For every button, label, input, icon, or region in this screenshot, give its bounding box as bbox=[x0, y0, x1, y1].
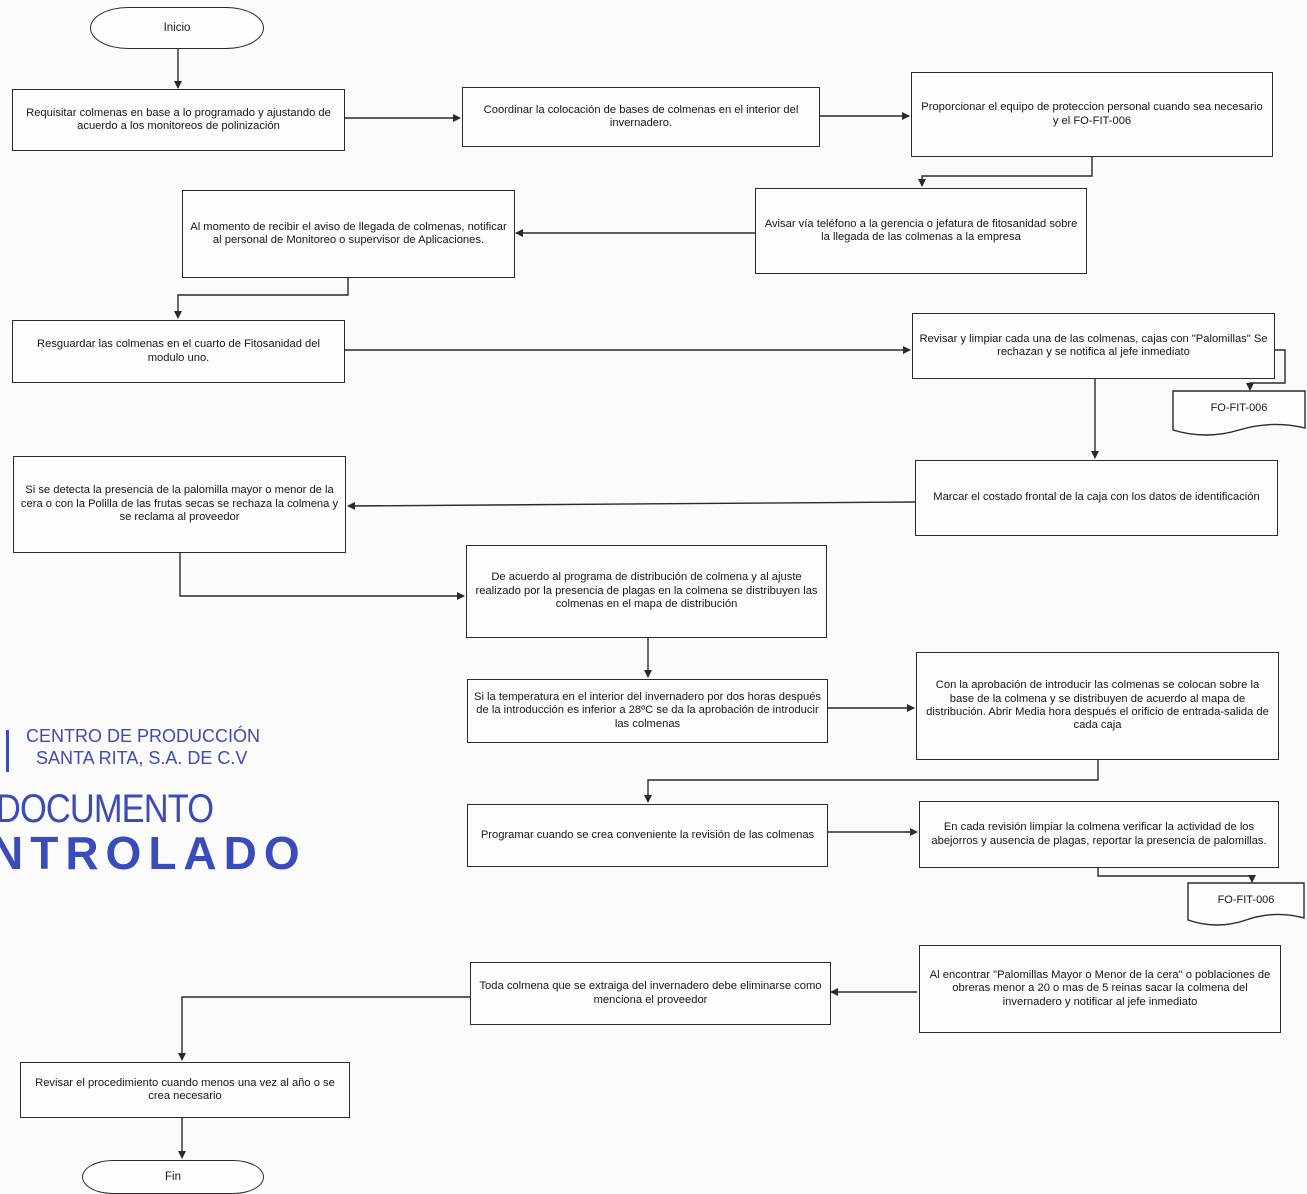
step-notificar-llegada-text: Al momento de recibir el aviso de llegad… bbox=[190, 220, 507, 246]
step-resguardar: Resguardar las colmenas en el cuarto de … bbox=[12, 320, 345, 383]
arrow-step7-to-doc1 bbox=[1246, 349, 1286, 391]
end-terminal: Fin bbox=[82, 1160, 264, 1194]
step-al-encontrar-text: Al encontrar "Palomillas Mayor o Menor d… bbox=[929, 968, 1271, 1008]
document-label-b: FO-FIT-006 bbox=[1217, 894, 1275, 906]
step-programar: Programar cuando se crea conveniente la … bbox=[467, 804, 828, 867]
step-requisitar-text: Requisitar colmenas en base a lo program… bbox=[26, 106, 331, 132]
arrow-step16-to-step17 bbox=[178, 996, 470, 1061]
stamp-controlado: NTROLADO bbox=[0, 827, 307, 879]
stamp-documento: DOCUMENTO bbox=[0, 787, 214, 831]
step-revisar-limpiar-text: Revisar y limpiar cada una de las colmen… bbox=[919, 332, 1268, 358]
stamp-org-line1: CENTRO DE PRODUCCIÓN bbox=[26, 726, 261, 746]
step-marcar-text: Marcar el costado frontal de la caja con… bbox=[933, 491, 1260, 504]
step-coordinar: Coordinar la colocación de bases de colm… bbox=[462, 87, 820, 147]
start-label: Inicio bbox=[163, 22, 191, 34]
document-label-a: FO-FIT-006 bbox=[1210, 402, 1268, 414]
step-revisar-procedimiento: Revisar el procedimiento cuando menos un… bbox=[20, 1062, 350, 1118]
arrow-step9-to-step10 bbox=[179, 553, 465, 600]
step-programar-text: Programar cuando se crea conveniente la … bbox=[480, 828, 815, 841]
arrow-step14-to-doc2 bbox=[1097, 868, 1256, 883]
stamp-bar bbox=[6, 730, 9, 772]
step-temperatura-text: Si la temperatura en el interior del inv… bbox=[474, 690, 822, 730]
start-terminal: Inicio bbox=[90, 7, 264, 49]
step-proporcionar-text: Proporcionar el equipo de proteccion per… bbox=[921, 101, 1263, 127]
step-eliminar-colmena: Toda colmena que se extraiga del inverna… bbox=[470, 962, 831, 1025]
arrow-step5-to-step6 bbox=[174, 278, 349, 319]
step-eliminar-colmena-text: Toda colmena que se extraiga del inverna… bbox=[479, 980, 822, 1006]
step-distribucion: De acuerdo al programa de distribución d… bbox=[466, 545, 827, 638]
step-revisar-procedimiento-text: Revisar el procedimiento cuando menos un… bbox=[35, 1076, 335, 1102]
step-aprobacion-text: Con la aprobación de introducir las colm… bbox=[926, 679, 1269, 732]
step-notificar-llegada: Al momento de recibir el aviso de llegad… bbox=[182, 190, 515, 278]
step-distribucion-text: De acuerdo al programa de distribución d… bbox=[475, 571, 818, 611]
step-temperatura: Si la temperatura en el interior del inv… bbox=[467, 679, 828, 743]
step-revisar-limpiar: Revisar y limpiar cada una de las colmen… bbox=[912, 313, 1275, 379]
document-fo-fit-006-b bbox=[1187, 882, 1305, 926]
end-label: Fin bbox=[165, 1171, 181, 1183]
step-detecta-palomilla: Si se detecta la presencia de la palomil… bbox=[13, 456, 346, 553]
step-resguardar-text: Resguardar las colmenas en el cuarto de … bbox=[37, 338, 320, 364]
step-detecta-palomilla-text: Si se detecta la presencia de la palomil… bbox=[20, 484, 339, 524]
step-requisitar: Requisitar colmenas en base a lo program… bbox=[12, 89, 345, 151]
stamp-org-line2: SANTA RITA, S.A. DE C.V bbox=[36, 748, 248, 768]
document-fo-fit-006-a bbox=[1172, 390, 1306, 436]
step-al-encontrar: Al encontrar "Palomillas Mayor o Menor d… bbox=[919, 945, 1281, 1033]
step-coordinar-text: Coordinar la colocación de bases de colm… bbox=[483, 103, 799, 129]
step-marcar: Marcar el costado frontal de la caja con… bbox=[915, 460, 1278, 536]
step-avisar: Avisar vía teléfono a la gerencia o jefa… bbox=[755, 188, 1087, 274]
step-proporcionar: Proporcionar el equipo de proteccion per… bbox=[911, 72, 1273, 157]
step-cada-revision: En cada revisión limpiar la colmena veri… bbox=[919, 801, 1279, 868]
step-avisar-text: Avisar vía teléfono a la gerencia o jefa… bbox=[764, 217, 1078, 243]
step-cada-revision-text: En cada revisión limpiar la colmena veri… bbox=[931, 821, 1267, 847]
arrow-step12-to-step13 bbox=[644, 760, 1099, 803]
step-aprobacion: Con la aprobación de introducir las colm… bbox=[916, 652, 1279, 760]
arrow-step3-to-step4 bbox=[918, 157, 1093, 187]
arrow-step8-to-step9 bbox=[347, 501, 916, 510]
